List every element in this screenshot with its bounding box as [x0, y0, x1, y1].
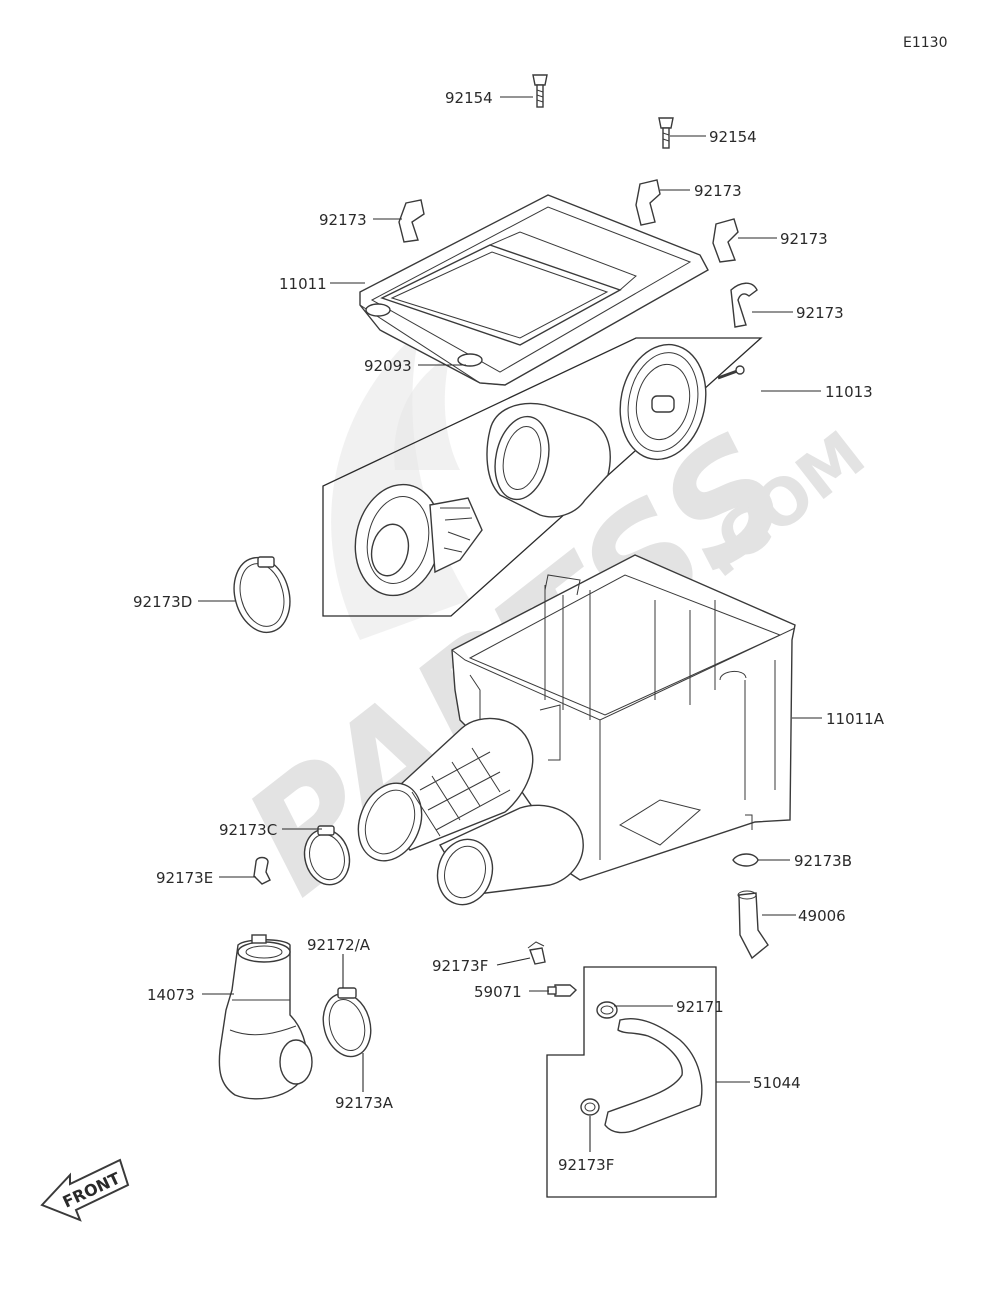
clip-92173-right3[interactable] — [730, 282, 758, 328]
label-11011: 11011 — [279, 275, 327, 293]
label-92171: 92171 — [676, 998, 724, 1016]
element-inner-frame[interactable] — [345, 476, 483, 603]
sensor-59071[interactable] — [547, 984, 578, 997]
hose-51044[interactable] — [604, 1018, 703, 1134]
element-outer-cap[interactable] — [610, 337, 716, 468]
label-92173-r2: 92173 — [780, 230, 828, 248]
intake-duct-lower[interactable] — [430, 804, 584, 911]
clip-92173F-upper[interactable] — [527, 941, 546, 965]
label-14073: 14073 — [147, 986, 195, 1004]
part-labels: 92154 92154 92173 92173 92173 92173 1101… — [133, 89, 885, 1174]
label-92173B: 92173B — [794, 852, 852, 870]
label-92173A: 92173A — [335, 1094, 394, 1112]
duct-14073[interactable] — [218, 934, 313, 1100]
element-screw[interactable] — [717, 365, 745, 380]
breather-hose-box — [546, 966, 717, 1198]
clamp-92173D[interactable] — [226, 551, 298, 638]
label-59071: 59071 — [474, 983, 522, 1001]
clip-92173-right1[interactable] — [635, 179, 661, 226]
drain-plug-49006[interactable] — [737, 890, 769, 960]
diagram-code: E1130 — [903, 35, 947, 51]
clip-92173-left[interactable] — [398, 199, 425, 243]
air-cleaner-cover-11011[interactable] — [359, 194, 709, 386]
label-11011A: 11011A — [826, 710, 885, 728]
clip-92173E[interactable] — [253, 856, 271, 885]
label-92093: 92093 — [364, 357, 412, 375]
clip-92173B[interactable] — [732, 853, 759, 867]
label-49006: 49006 — [798, 907, 846, 925]
label-92173-r3: 92173 — [796, 304, 844, 322]
label-92173E: 92173E — [156, 869, 213, 887]
label-11013: 11013 — [825, 383, 873, 401]
clamp-92173F-lower[interactable] — [580, 1098, 600, 1116]
label-92173-left: 92173 — [319, 211, 367, 229]
clip-92173-right2[interactable] — [712, 218, 739, 263]
intake-duct-upper[interactable] — [347, 717, 534, 870]
label-92173D: 92173D — [133, 593, 192, 611]
front-arrow: FRONT — [40, 1158, 130, 1222]
label-92173F-upper: 92173F — [432, 957, 488, 975]
clamp-92171[interactable] — [596, 1001, 618, 1019]
clamp-92173C[interactable] — [299, 824, 356, 889]
label-92173F-lower: 92173F — [558, 1156, 614, 1174]
clamp-92172A[interactable] — [317, 987, 378, 1062]
bolt-92154-right[interactable] — [658, 117, 674, 149]
label-51044: 51044 — [753, 1074, 801, 1092]
label-92173-r1: 92173 — [694, 182, 742, 200]
filter-element[interactable] — [486, 402, 611, 518]
label-92172A: 92172/A — [307, 936, 371, 954]
leader-lines — [198, 96, 822, 1152]
label-92154-right: 92154 — [709, 128, 757, 146]
air-cleaner-case-11011A[interactable] — [451, 554, 796, 881]
label-92154-top: 92154 — [445, 89, 493, 107]
label-92173C: 92173C — [219, 821, 277, 839]
bolt-92154-top[interactable] — [532, 74, 548, 108]
